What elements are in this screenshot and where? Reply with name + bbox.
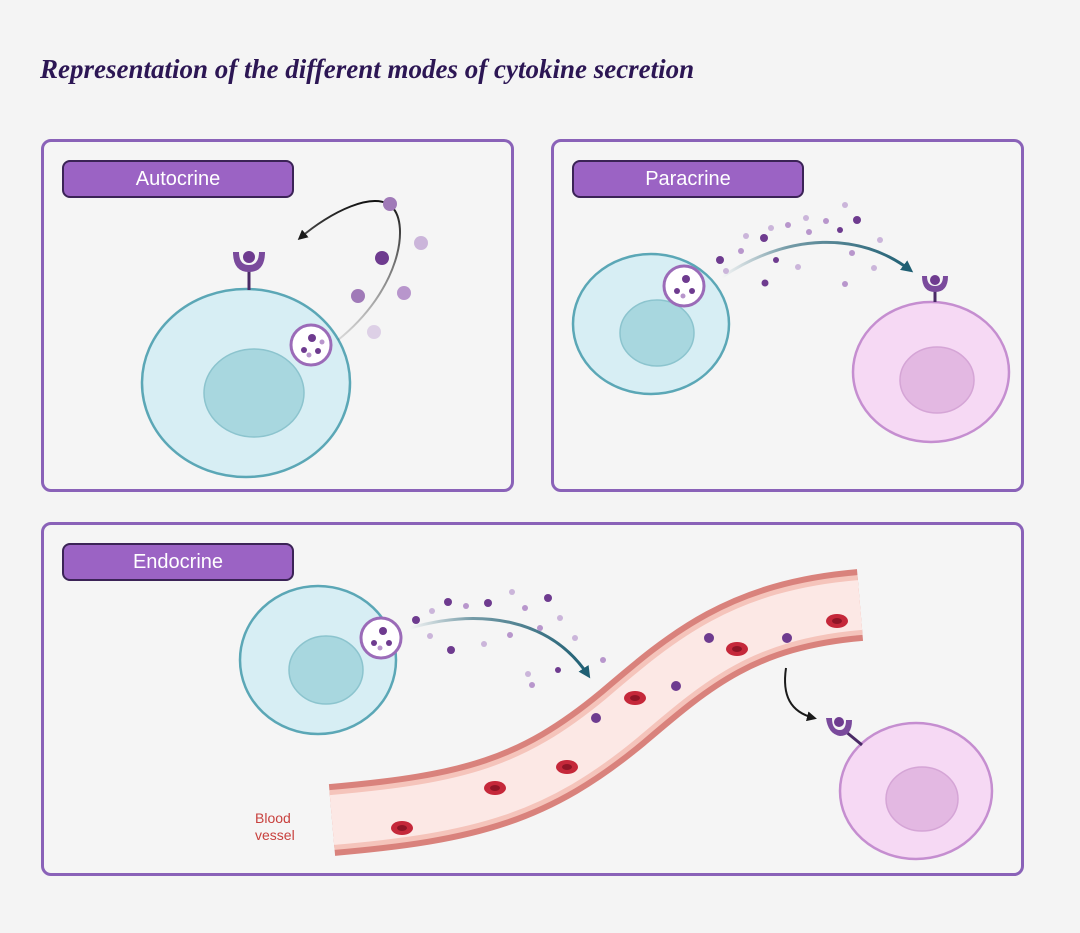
red-blood-cells	[391, 614, 848, 835]
endocrine-target-cell	[838, 721, 994, 861]
blood-vessel-label-line2: vessel	[255, 827, 295, 843]
autocrine-vesicle	[289, 323, 333, 367]
paracrine-vesicle	[662, 264, 706, 308]
blood-vessel-label-line1: Blood	[255, 810, 291, 826]
endocrine-receptor	[826, 717, 863, 747]
paracrine-target-cell	[851, 300, 1011, 444]
blood-vessel-label: Blood vessel	[255, 810, 295, 844]
paracrine-label: Paracrine	[572, 160, 804, 198]
endocrine-cytokines	[412, 589, 606, 688]
diagram-title: Representation of the different modes of…	[40, 54, 695, 84]
paracrine-arrow	[721, 240, 914, 279]
vessel-cytokines	[591, 633, 792, 723]
endocrine-arrow	[409, 617, 591, 679]
endocrine-vesicle	[359, 616, 403, 660]
blood-vessel	[328, 569, 864, 856]
paracrine-secreting-cell	[571, 252, 731, 396]
endocrine-secreting-cell	[238, 584, 398, 736]
autocrine-cytokines	[351, 197, 428, 339]
paracrine-receptor	[922, 275, 948, 302]
autocrine-receptor	[233, 251, 265, 290]
endocrine-exit-arrow	[784, 667, 817, 722]
autocrine-label: Autocrine	[62, 160, 294, 198]
endocrine-label: Endocrine	[62, 543, 294, 581]
autocrine-cell	[140, 287, 352, 479]
paracrine-cytokines	[716, 202, 883, 287]
